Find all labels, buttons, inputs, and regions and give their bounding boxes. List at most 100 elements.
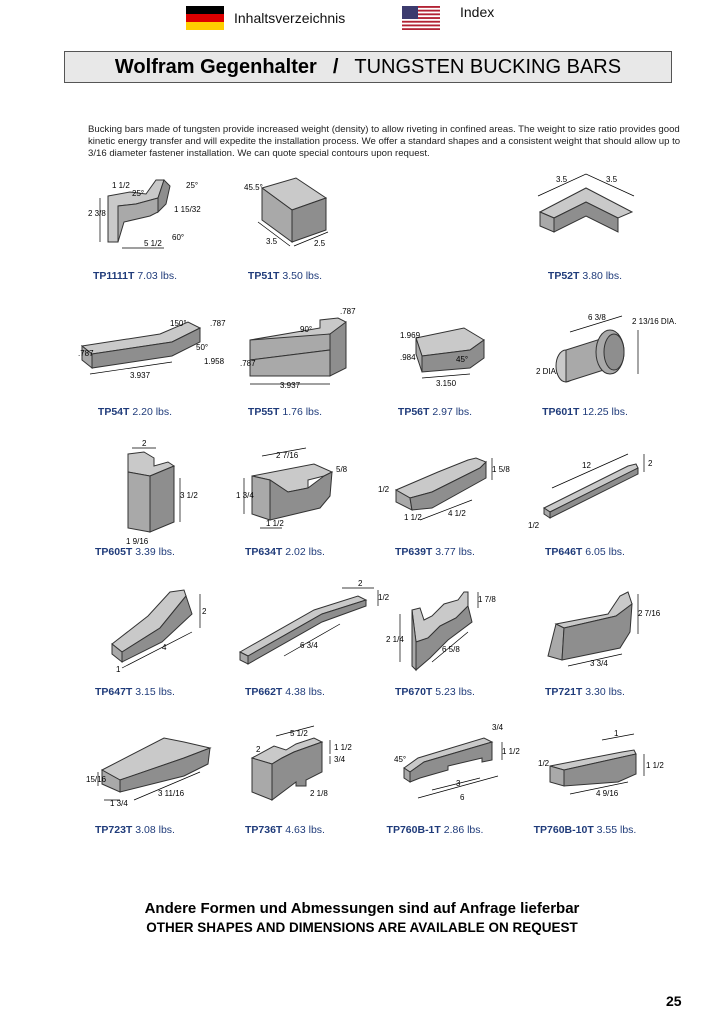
- tp634t-dim-3: 1 3/4: [236, 491, 254, 500]
- footer-german: Andere Formen und Abmessungen sind auf A…: [144, 900, 580, 917]
- product-weight: 3.50 lbs.: [282, 270, 323, 282]
- product-code: TP670T: [395, 686, 433, 698]
- tp54t-dim-2: .787: [210, 319, 226, 328]
- tp52t-dim-1: 3.5: [556, 175, 568, 184]
- tp56t-dim-3: 45°: [456, 355, 468, 364]
- tp736t-dim-5: 2 1/8: [310, 789, 328, 798]
- inhaltsverzeichnis-label: Inhaltsverzeichnis: [234, 10, 346, 26]
- tp1111t-dim-1: 1 1/2: [112, 181, 130, 190]
- product-drawing-tp605t: 2 3 1/2 1 9/16: [60, 439, 210, 546]
- index-label: Index: [460, 4, 495, 20]
- tp54t-dim-5: 1.958: [204, 357, 225, 366]
- product-code: TP639T: [395, 546, 433, 558]
- product-drawing-tp51t: 45.5° 3.5 2.5: [210, 168, 360, 252]
- caption-tp723t: TP723T 3.08 lbs.: [60, 824, 210, 836]
- tp54t-dim-6: 3.937: [130, 371, 151, 380]
- tp647t-dim-3: 1: [116, 665, 121, 674]
- top-navigation: Inhaltsverzeichnis Index: [0, 4, 724, 32]
- tp639t-dim-4: 4 1/2: [448, 509, 466, 518]
- product-grid: 1 1/2 25° 25° 2 3/8 1 15/32 5 1/2 60° TP…: [60, 160, 676, 850]
- tp55t-dim-2: 90°: [300, 325, 312, 334]
- product-code: TP760B-1T: [386, 824, 441, 836]
- footer-english: OTHER SHAPES AND DIMENSIONS ARE AVAILABL…: [146, 920, 578, 935]
- tp662t-dim-1: 2: [358, 579, 363, 588]
- tp56t-dim-4: 3.150: [436, 379, 457, 388]
- product-weight: 4.38 lbs.: [285, 686, 325, 698]
- title-english: TUNGSTEN BUCKING BARS: [354, 55, 622, 78]
- tp646t-dim-3: 1/2: [528, 521, 540, 530]
- footer-note: Andere Formen und Abmessungen sind auf A…: [0, 900, 724, 935]
- tp601t-dim-2: 2 13/16 DIA.: [632, 317, 676, 326]
- product-drawing-tp647t: 2 4 1: [60, 586, 210, 674]
- caption-tp51t: TP51T 3.50 lbs.: [210, 270, 360, 282]
- link-inhaltsverzeichnis[interactable]: Inhaltsverzeichnis: [186, 6, 345, 30]
- tp54t-dim-4: .787: [78, 349, 94, 358]
- product-weight: 3.80 lbs.: [582, 270, 623, 282]
- product-drawing-tp670t: 1 7/8 2 1/4 6 5/8: [360, 586, 510, 672]
- tp647t-dim-1: 2: [202, 607, 207, 616]
- product-code: TP760B-10T: [533, 824, 594, 836]
- caption-tp55t: TP55T 1.76 lbs.: [210, 406, 360, 418]
- tp646t-dim-1: 12: [582, 461, 591, 470]
- product-weight: 2.20 lbs.: [132, 406, 173, 418]
- tp51t-dim-2: 3.5: [266, 237, 278, 246]
- tp670t-dim-1: 1 7/8: [478, 595, 496, 604]
- tp736t-dim-4: 3/4: [334, 755, 346, 764]
- tp670t-dim-2: 2 1/4: [386, 635, 404, 644]
- product-code: TP52T: [547, 270, 580, 282]
- title-german: Wolfram Gegenhalter: [114, 55, 317, 78]
- product-code: TP56T: [397, 406, 430, 418]
- tp51t-dim-3: 2.5: [314, 239, 326, 248]
- tp605t-dim-3: 1 9/16: [126, 537, 149, 546]
- tp1111t-dim-6: 5 1/2: [144, 239, 162, 248]
- product-drawing-tp56t: 1.969 .984 45° 3.150: [360, 306, 510, 390]
- tp662t-dim-3: 6 3/4: [300, 641, 318, 650]
- product-drawing-tp634t: 2 7/16 5/8 1 3/4 1 1/2: [210, 447, 360, 532]
- tp601t-dim-3: 2 DIA.: [536, 367, 558, 376]
- intro-paragraph: Bucking bars made of tungsten provide in…: [88, 124, 681, 159]
- tp760b-1t-dim-4: 3: [456, 779, 461, 788]
- product-code: TP736T: [245, 824, 283, 836]
- product-weight: 3.55 lbs.: [596, 824, 637, 836]
- tp760b-10t-dim-3: 1 1/2: [646, 761, 664, 770]
- caption-tp634t: TP634T 2.02 lbs.: [210, 546, 360, 558]
- tp52t-dim-2: 3.5: [606, 175, 618, 184]
- tp760b-10t-dim-4: 4 9/16: [596, 789, 619, 798]
- page-title: Wolfram Gegenhalter / TUNGSTEN BUCKING B…: [64, 51, 672, 83]
- germany-flag-icon: [186, 6, 224, 30]
- tp721t-dim-1: 2 7/16: [638, 609, 661, 618]
- tp55t-dim-1: .787: [240, 359, 256, 368]
- product-code: TP721T: [545, 686, 583, 698]
- tp670t-dim-3: 6 5/8: [442, 645, 460, 654]
- caption-tp601t: TP601T 12.25 lbs.: [510, 406, 660, 418]
- product-drawing-tp736t: 5 1/2 2 1 1/2 3/4 2 1/8: [210, 724, 360, 808]
- product-code: TP54T: [97, 406, 130, 418]
- tp55t-dim-3: .787: [340, 307, 356, 316]
- tp54t-dim-3: 50°: [196, 343, 208, 352]
- tp639t-dim-1: 1 5/8: [492, 465, 510, 474]
- product-weight: 3.08 lbs.: [135, 824, 175, 836]
- tp760b-1t-dim-1: 45°: [394, 755, 406, 764]
- product-code: TP723T: [95, 824, 133, 836]
- product-code: TP634T: [245, 546, 283, 558]
- product-drawing-tp639t: 1 5/8 1/2 1 1/2 4 1/2: [360, 448, 510, 532]
- product-code: TP646T: [545, 546, 583, 558]
- tp723t-dim-2: 1 3/4: [110, 799, 128, 808]
- caption-tp1111t: TP1111T 7.03 lbs.: [60, 270, 210, 282]
- caption-tp736t: TP736T 4.63 lbs.: [210, 824, 360, 836]
- caption-tp662t: TP662T 4.38 lbs.: [210, 686, 360, 698]
- tp662t-dim-2: 1/2: [378, 593, 390, 602]
- product-code: TP662T: [245, 686, 283, 698]
- product-weight: 12.25 lbs.: [582, 406, 628, 418]
- caption-tp721t: TP721T 3.30 lbs.: [510, 686, 660, 698]
- tp647t-dim-2: 4: [162, 643, 167, 652]
- product-code: TP51T: [247, 270, 280, 282]
- link-index[interactable]: Index: [402, 4, 495, 30]
- caption-tp56t: TP56T 2.97 lbs.: [360, 406, 510, 418]
- caption-tp647t: TP647T 3.15 lbs.: [60, 686, 210, 698]
- tp723t-dim-1: 15/16: [86, 775, 107, 784]
- tp760b-10t-dim-1: 1: [614, 729, 619, 738]
- tp634t-dim-1: 2 7/16: [276, 451, 299, 460]
- product-weight: 1.76 lbs.: [282, 406, 323, 418]
- tp736t-dim-2: 2: [256, 745, 261, 754]
